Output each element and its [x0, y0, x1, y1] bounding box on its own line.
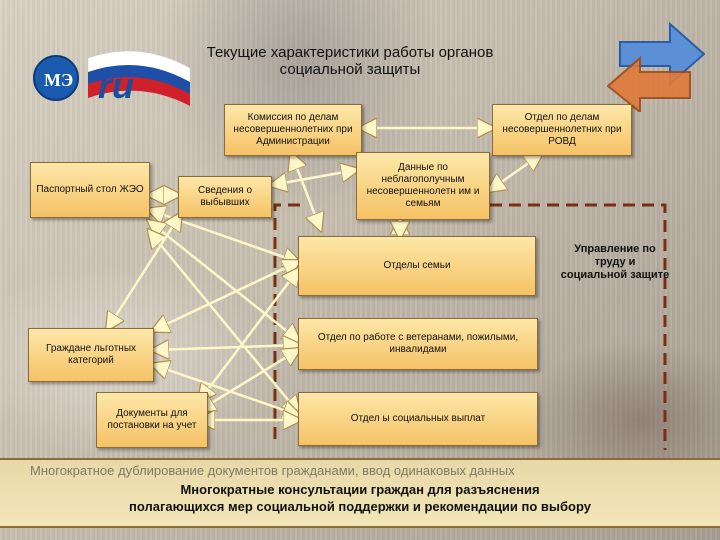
- bottom-line-1: Многократные консультации граждан для ра…: [180, 482, 540, 497]
- svg-text:МЭ: МЭ: [44, 70, 73, 90]
- side-label: Управление по труду и социальной защите: [560, 243, 670, 281]
- box-rovd: Отдел по делам несовершеннолетних при РО…: [492, 104, 632, 156]
- arrow-beneficiaries-veterans: [154, 345, 298, 350]
- arrow-commission-family: [292, 155, 320, 228]
- box-payments: Отдел ы социальных выплат: [298, 392, 538, 446]
- bottom-band: [0, 458, 720, 528]
- box-passport: Паспортный стол ЖЭО: [30, 162, 150, 218]
- arrow-rovd-data: [490, 155, 540, 190]
- logo-text: ru: [98, 65, 134, 106]
- exchange-arrows-icon: [606, 21, 706, 112]
- logo: МЭ ru: [30, 40, 200, 125]
- box-documents: Документы для постановки на учет: [96, 392, 208, 448]
- flag-red-icon: [88, 76, 190, 106]
- bottom-text: Многократные консультации граждан для ра…: [10, 481, 710, 515]
- box-departed: Сведения о выбывших: [178, 176, 272, 218]
- dashed-frame-right: [490, 203, 667, 450]
- box-commission: Комиссия по делам несовершеннолетних при…: [224, 104, 362, 156]
- arrow-documents-veterans: [200, 350, 298, 410]
- box-troubled-families: Данные по неблагополучным несовершенноле…: [356, 152, 490, 220]
- box-family-depts: Отделы семьи: [298, 236, 536, 296]
- page-title: Текущие характеристики работы органов со…: [206, 44, 494, 78]
- box-beneficiaries: Граждане льготных категорий: [28, 328, 154, 382]
- logo-emblem-icon: [33, 55, 79, 101]
- arrow-beneficiaries-departed: [108, 215, 180, 328]
- box-veterans: Отдел по работе с ветеранами, пожилыми, …: [298, 318, 538, 370]
- arrow-departed-data: [272, 170, 356, 185]
- bottom-line-2: полагающихся мер социальной поддержки и …: [129, 499, 591, 514]
- bottom-background-line: Многократное дублирование документов гра…: [30, 463, 515, 478]
